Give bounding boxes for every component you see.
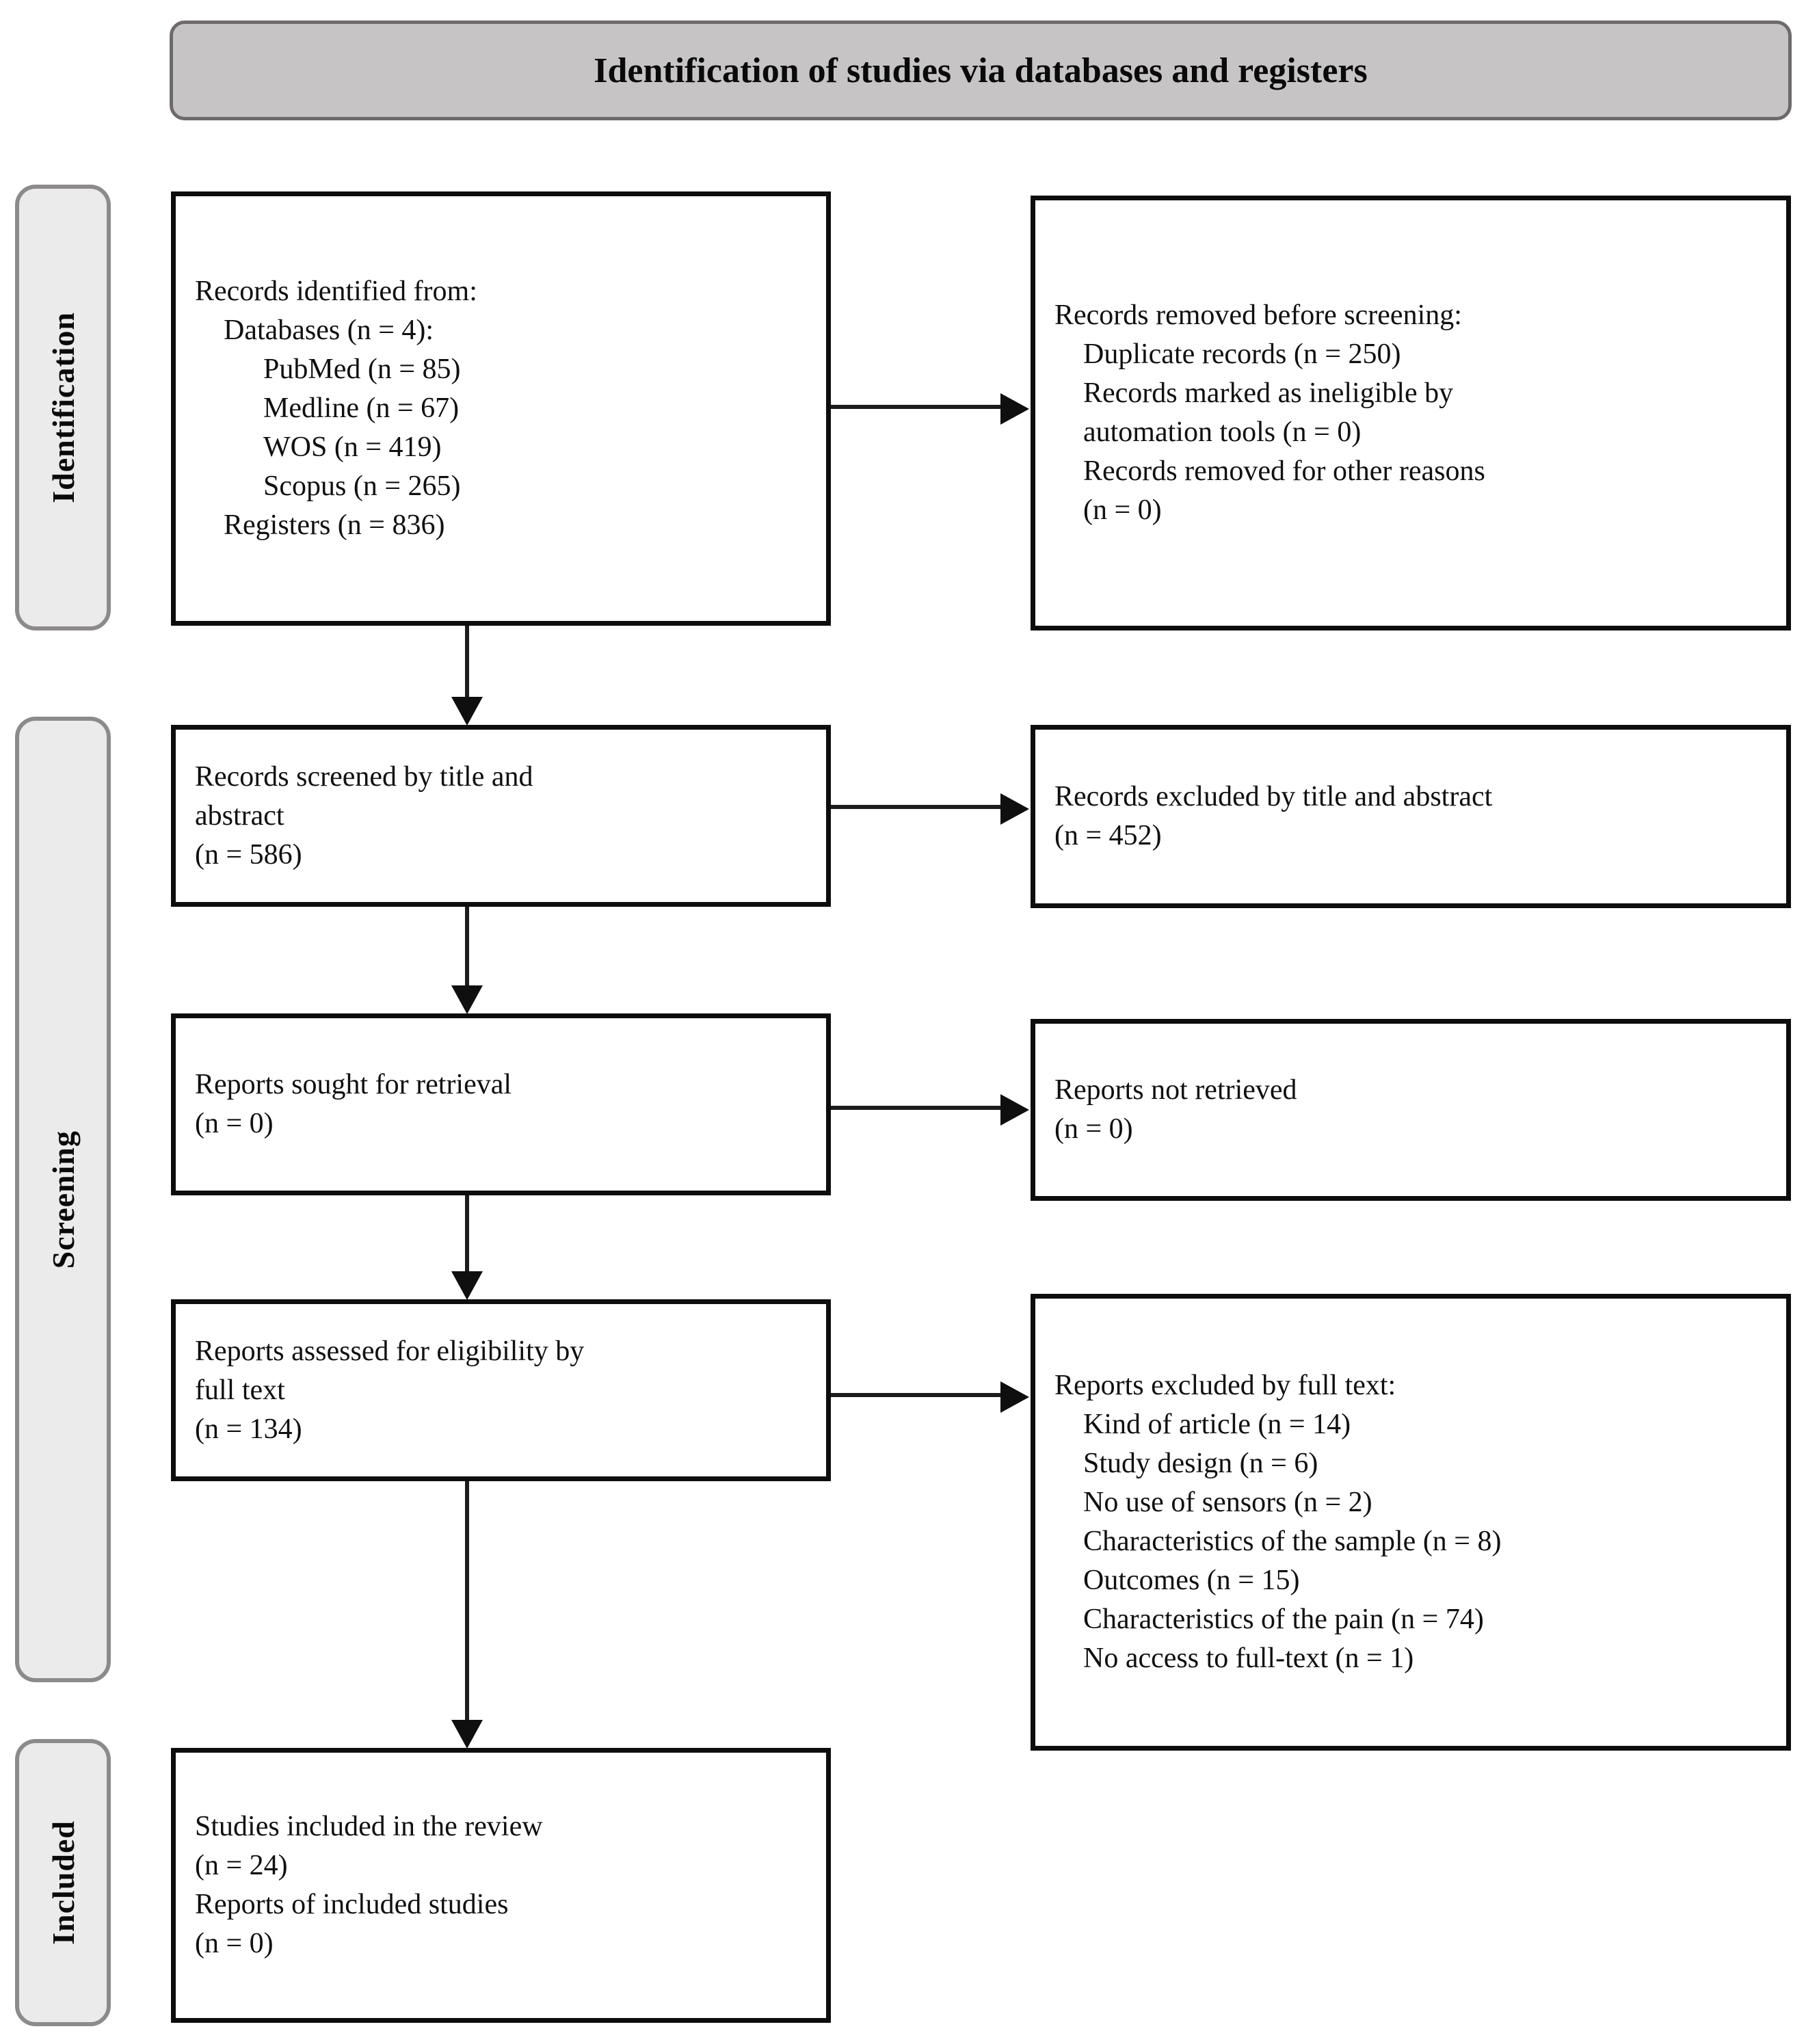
stage-screening-label: Screening — [45, 1130, 81, 1269]
box-text-line: Reports excluded by full text: — [1054, 1370, 1396, 1401]
box-text-line: Duplicate records (n = 250) — [1083, 339, 1401, 370]
box-text-line: Scopus (n = 265) — [263, 470, 461, 502]
box-text-line: automation tools (n = 0) — [1083, 416, 1362, 448]
box-text-line: Records screened by title and — [195, 760, 533, 793]
box-text-line: Records identified from: — [195, 276, 477, 307]
box-studies-included: Studies included in the review (n = 24) Re… — [171, 1748, 831, 2023]
box-records-screened: Records screened by title and abstract (n … — [171, 725, 831, 907]
box-text-line: (n = 0) — [195, 1108, 274, 1139]
diagram-title-bar: Identification of studies via databases … — [170, 21, 1792, 120]
stage-included-label: Included — [45, 1820, 81, 1945]
box-records-identified: Records identified from: Databases (n = 4… — [171, 191, 831, 626]
diagram-title: Identification of studies via databases … — [594, 51, 1368, 90]
box-text-line: Reports sought for retrieval — [195, 1069, 512, 1100]
box-text-line: abstract — [195, 799, 284, 832]
box-reports-excluded-full-text: Reports excluded by full text: Kind of ar… — [1031, 1294, 1791, 1751]
box-reports-not-retrieved: Reports not retrieved (n = 0) — [1031, 1019, 1791, 1201]
box-text-line: full text — [195, 1374, 285, 1406]
box-text-line: Records removed before screening: — [1054, 300, 1462, 331]
box-text-line: Databases (n = 4): — [224, 315, 434, 346]
box-text-line: Reports not retrieved — [1054, 1074, 1297, 1106]
box-text-line: Characteristics of the pain (n = 74) — [1083, 1604, 1484, 1635]
box-text-line: (n = 452) — [1054, 820, 1162, 851]
box-records-removed: Records removed before screening: Duplica… — [1031, 196, 1791, 631]
box-reports-assessed: Reports assessed for eligibility by full … — [171, 1299, 831, 1481]
box-text-line: WOS (n = 419) — [263, 432, 442, 463]
box-text-line: No access to full-text (n = 1) — [1083, 1643, 1414, 1674]
box-reports-sought: Reports sought for retrieval (n = 0) — [171, 1013, 831, 1195]
stage-identification-label: Identification — [45, 312, 81, 503]
box-text-line: Characteristics of the sample (n = 8) — [1083, 1526, 1502, 1557]
box-text-line: Outcomes (n = 15) — [1083, 1565, 1300, 1596]
stage-screening: Screening — [15, 717, 111, 1682]
box-text-line: Records removed for other reasons — [1083, 455, 1485, 487]
box-text-line: Records excluded by title and abstract — [1054, 781, 1493, 812]
box-text-line: (n = 0) — [195, 1928, 274, 1959]
box-text-line: Registers (n = 836) — [224, 509, 445, 541]
box-text-line: PubMed (n = 85) — [263, 354, 461, 385]
stage-identification: Identification — [15, 185, 111, 631]
box-text-line: No use of sensors (n = 2) — [1083, 1487, 1372, 1518]
box-text-line: Reports of included studies — [195, 1889, 509, 1920]
stage-included: Included — [15, 1739, 111, 2026]
box-text-line: (n = 0) — [1083, 494, 1162, 526]
box-text-line: (n = 0) — [1054, 1113, 1133, 1145]
box-text-line: Study design (n = 6) — [1083, 1448, 1318, 1479]
box-records-excluded: Records excluded by title and abstract (n… — [1031, 725, 1791, 908]
box-text-line: Medline (n = 67) — [263, 393, 460, 424]
box-text-line: (n = 24) — [195, 1850, 288, 1881]
box-text-line: Records marked as ineligible by — [1083, 377, 1454, 409]
box-text-line: Reports assessed for eligibility by — [195, 1335, 585, 1367]
box-text-line: Kind of article (n = 14) — [1083, 1409, 1351, 1440]
box-text-line: (n = 134) — [195, 1413, 302, 1445]
box-text-line: Studies included in the review — [195, 1811, 543, 1842]
box-text-line: (n = 586) — [195, 838, 302, 871]
